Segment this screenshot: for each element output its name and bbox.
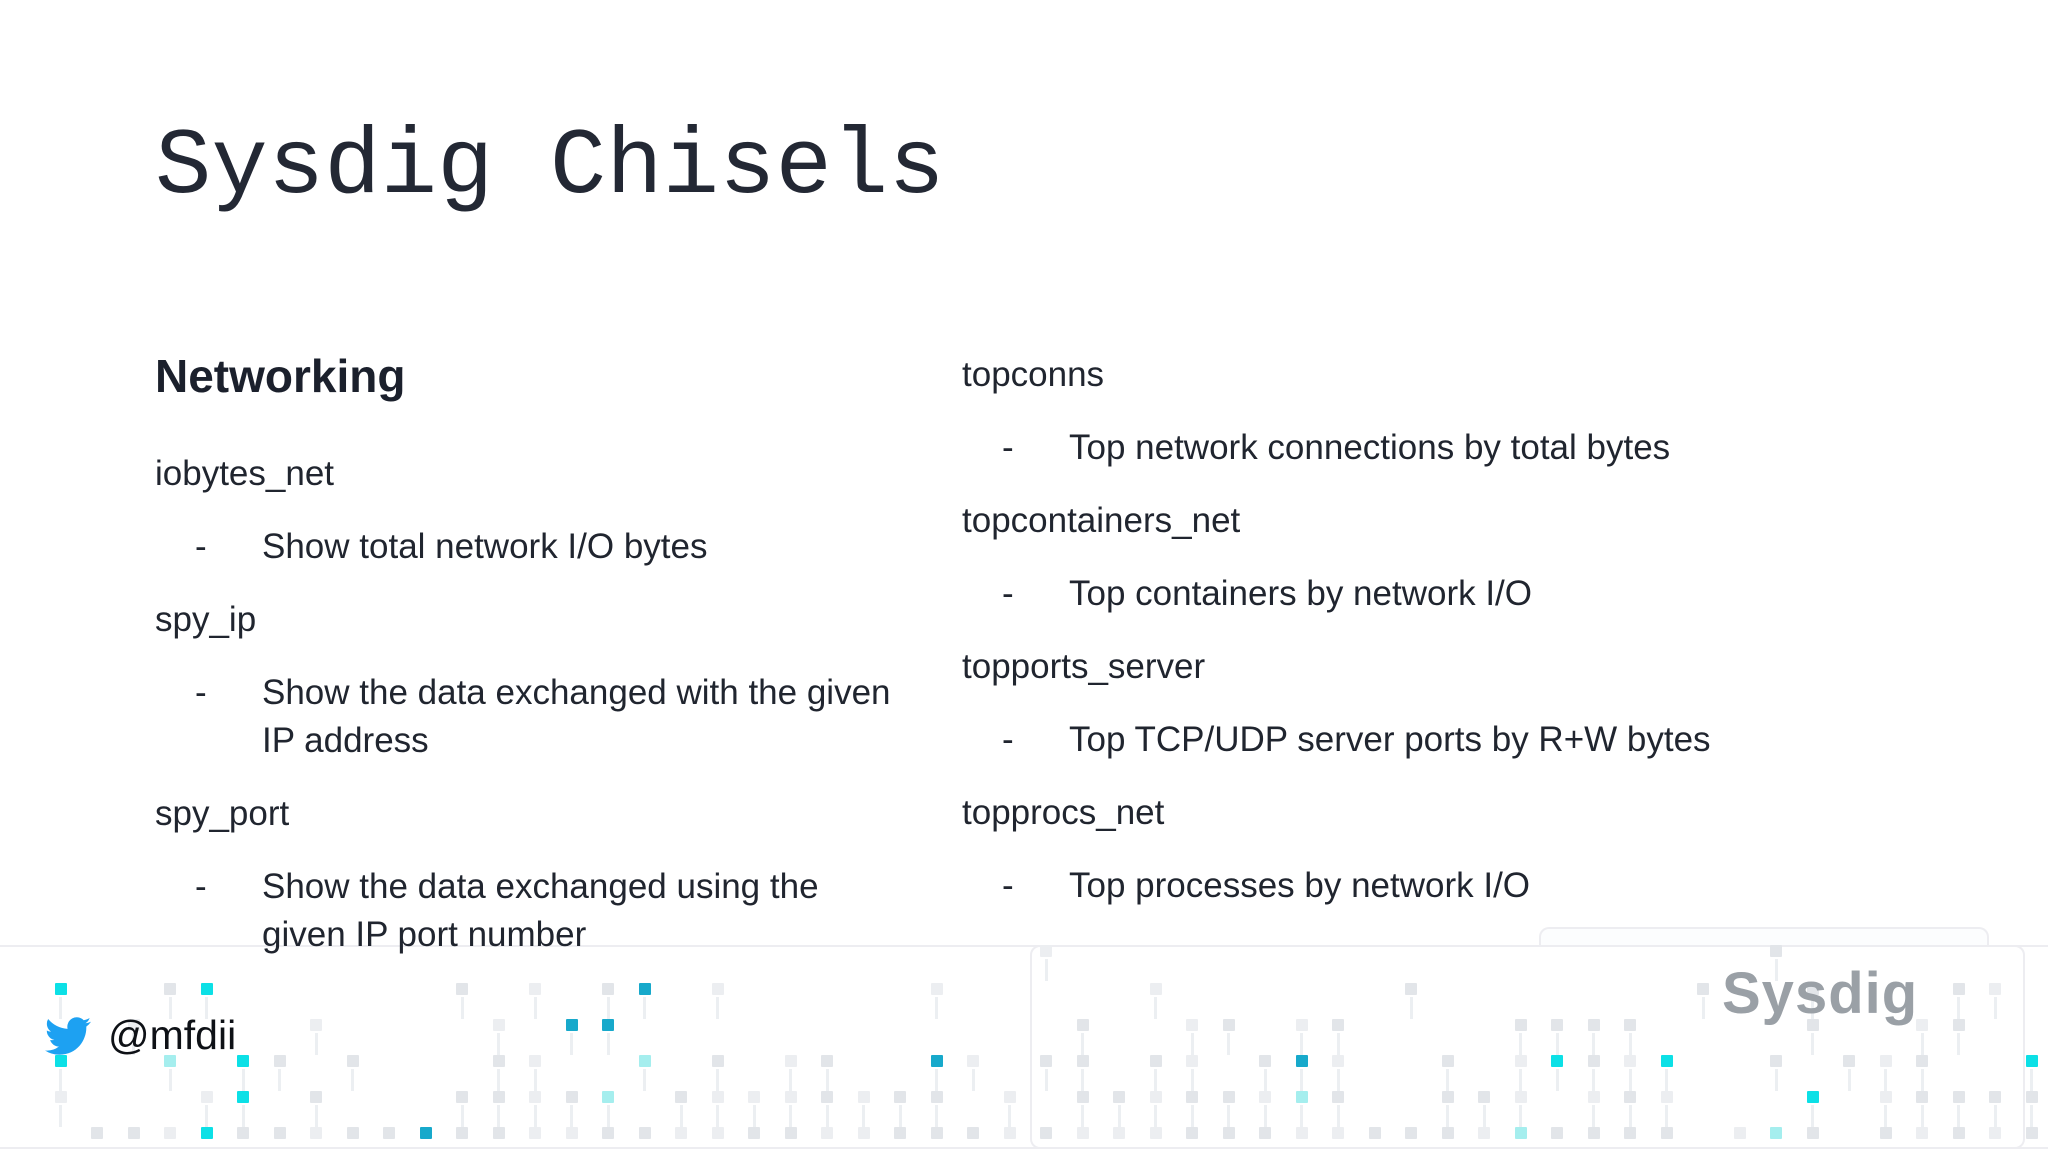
chisel-bullet: - Show the data exchanged using the give… [195,863,900,959]
chisel-bullet: - Top containers by network I/O [1002,570,1722,618]
chisel-description: Show the data exchanged using the given … [262,867,819,954]
chisel-name: topports_server [962,647,1206,686]
sysdig-logo: Sysdig [1722,961,1919,1026]
chisel-item: topprocs_net - Top processes by network … [962,791,1722,910]
bullet-dash: - [195,673,207,712]
chisel-description: Show the data exchanged with the given I… [262,673,891,760]
chisel-name: topconns [962,355,1105,394]
section-heading: Networking [155,350,406,402]
chisel-item: spy_port - Show the data exchanged using… [155,792,900,959]
twitter-icon [40,1013,96,1059]
twitter-handle: @mfdii [108,1012,237,1058]
bullet-dash: - [1002,866,1014,905]
bullet-dash: - [195,867,207,906]
bullet-dash: - [1002,574,1014,613]
chisel-description: Show total network I/O bytes [262,527,708,566]
chisel-bullet: - Show total network I/O bytes [195,523,900,571]
chisel-description: Top containers by network I/O [1069,574,1532,613]
chisel-description: Top network connections by total bytes [1069,428,1671,467]
bullet-dash: - [195,527,207,566]
chisel-name: topcontainers_net [962,501,1241,540]
chisel-item: spy_ip - Show the data exchanged with th… [155,598,900,765]
chisel-name: spy_port [155,794,290,833]
chisel-item: topcontainers_net - Top containers by ne… [962,499,1722,618]
chisel-name: iobytes_net [155,454,335,493]
slide-title: Sysdig Chisels [155,114,945,221]
chisel-description: Top TCP/UDP server ports by R+W bytes [1069,720,1711,759]
chisel-item: topconns - Top network connections by to… [962,353,1722,472]
chisel-bullet: - Show the data exchanged with the given… [195,669,900,765]
column-left: Networking iobytes_net - Show total netw… [155,350,900,986]
chisel-item: topports_server - Top TCP/UDP server por… [962,645,1722,764]
chisel-item: iobytes_net - Show total network I/O byt… [155,452,900,571]
bullet-dash: - [1002,428,1014,467]
chisel-bullet: - Top network connections by total bytes [1002,424,1722,472]
footer-window-panel [1030,945,2025,1149]
bullet-dash: - [1002,720,1014,759]
chisel-name: spy_ip [155,600,257,639]
chisel-bullet: - Top processes by network I/O [1002,862,1722,910]
chisel-description: Top processes by network I/O [1069,866,1531,905]
column-right: topconns - Top network connections by to… [962,353,1722,937]
chisel-name: topprocs_net [962,793,1165,832]
chisel-bullet: - Top TCP/UDP server ports by R+W bytes [1002,716,1722,764]
